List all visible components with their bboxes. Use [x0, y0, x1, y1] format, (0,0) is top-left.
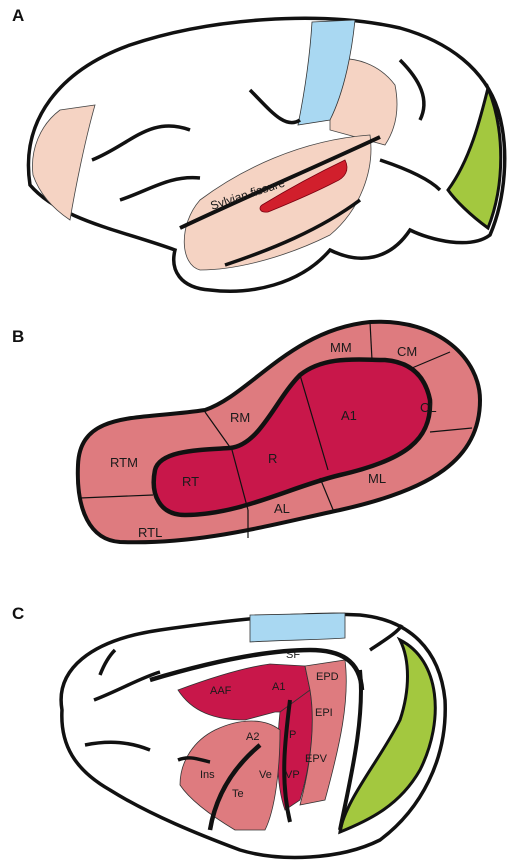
area-label-mm: MM	[330, 340, 352, 355]
area-label-vp: VP	[285, 769, 300, 781]
motor-strip-blue-c	[250, 613, 345, 642]
area-label-te: Te	[232, 788, 244, 800]
area-label-sf: SF	[286, 649, 300, 661]
area-label-ve: Ve	[259, 769, 272, 781]
panel-a-brain: Sylvian fissure	[28, 18, 504, 291]
area-label-epv: EPV	[305, 753, 328, 765]
area-label-ml: ML	[368, 471, 386, 486]
area-label-rm: RM	[230, 410, 250, 425]
area-label-a2: A2	[246, 731, 259, 743]
area-label-p: P	[289, 729, 296, 741]
area-label-epd: EPD	[316, 671, 339, 683]
area-label-cm: CM	[397, 344, 417, 359]
area-label-r: R	[268, 451, 277, 466]
area-label-ins: Ins	[200, 769, 215, 781]
area-label-a1-c: A1	[272, 681, 285, 693]
area-label-aaf: AAF	[210, 685, 232, 697]
area-label-rt: RT	[182, 474, 199, 489]
area-label-al: AL	[274, 501, 290, 516]
area-label-a1-b: A1	[341, 408, 357, 423]
area-label-cl: CL	[420, 400, 437, 415]
area-label-rtl: RTL	[138, 525, 162, 540]
area-label-rtm: RTM	[110, 455, 138, 470]
panel-b-map: MM CM CL RM A1 RTM R RT ML AL RTL	[78, 322, 480, 543]
area-label-epi: EPI	[315, 707, 333, 719]
panel-c-brain: SF AAF A1 EPD EPI A2 P EPV Ins Ve VP Te	[61, 613, 445, 857]
